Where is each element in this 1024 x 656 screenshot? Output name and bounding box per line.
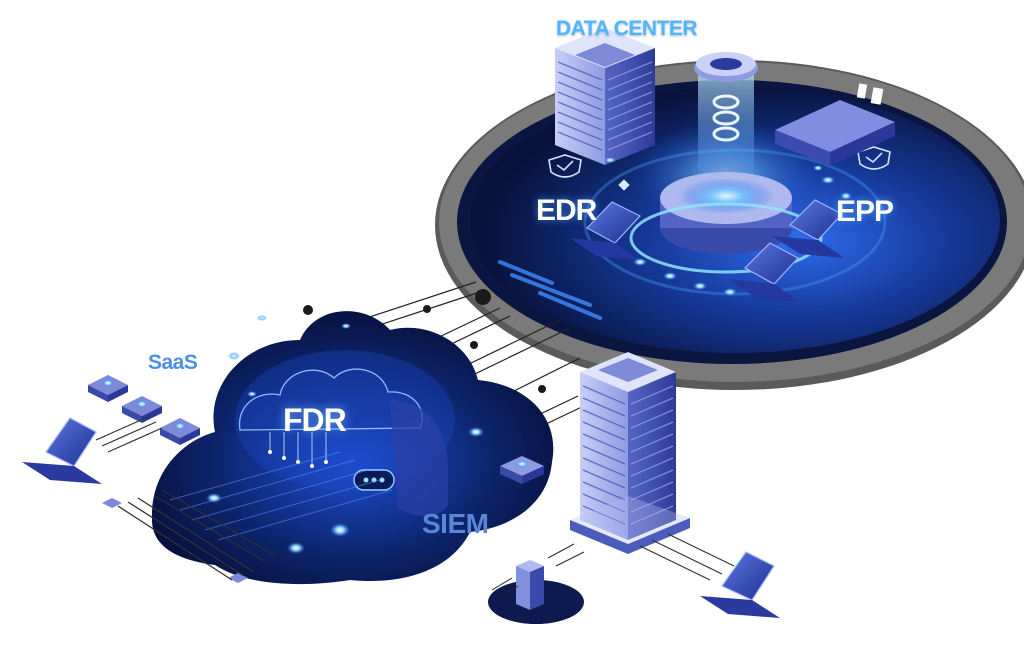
siem-label: SIEM	[422, 510, 488, 538]
data-center-building	[555, 28, 655, 165]
fdr-label: FDR	[283, 404, 346, 436]
laptop-icon	[22, 416, 162, 484]
saas-chip	[160, 418, 200, 445]
saas-label: SaaS	[148, 352, 197, 373]
tower-building	[570, 352, 690, 554]
saas-chip	[88, 375, 128, 402]
laptop-icon	[700, 552, 780, 618]
epp-label: EPP	[836, 197, 893, 227]
server-pod	[488, 560, 584, 624]
edr-label: EDR	[536, 196, 596, 226]
data-center-label: DATA CENTER	[556, 18, 697, 39]
